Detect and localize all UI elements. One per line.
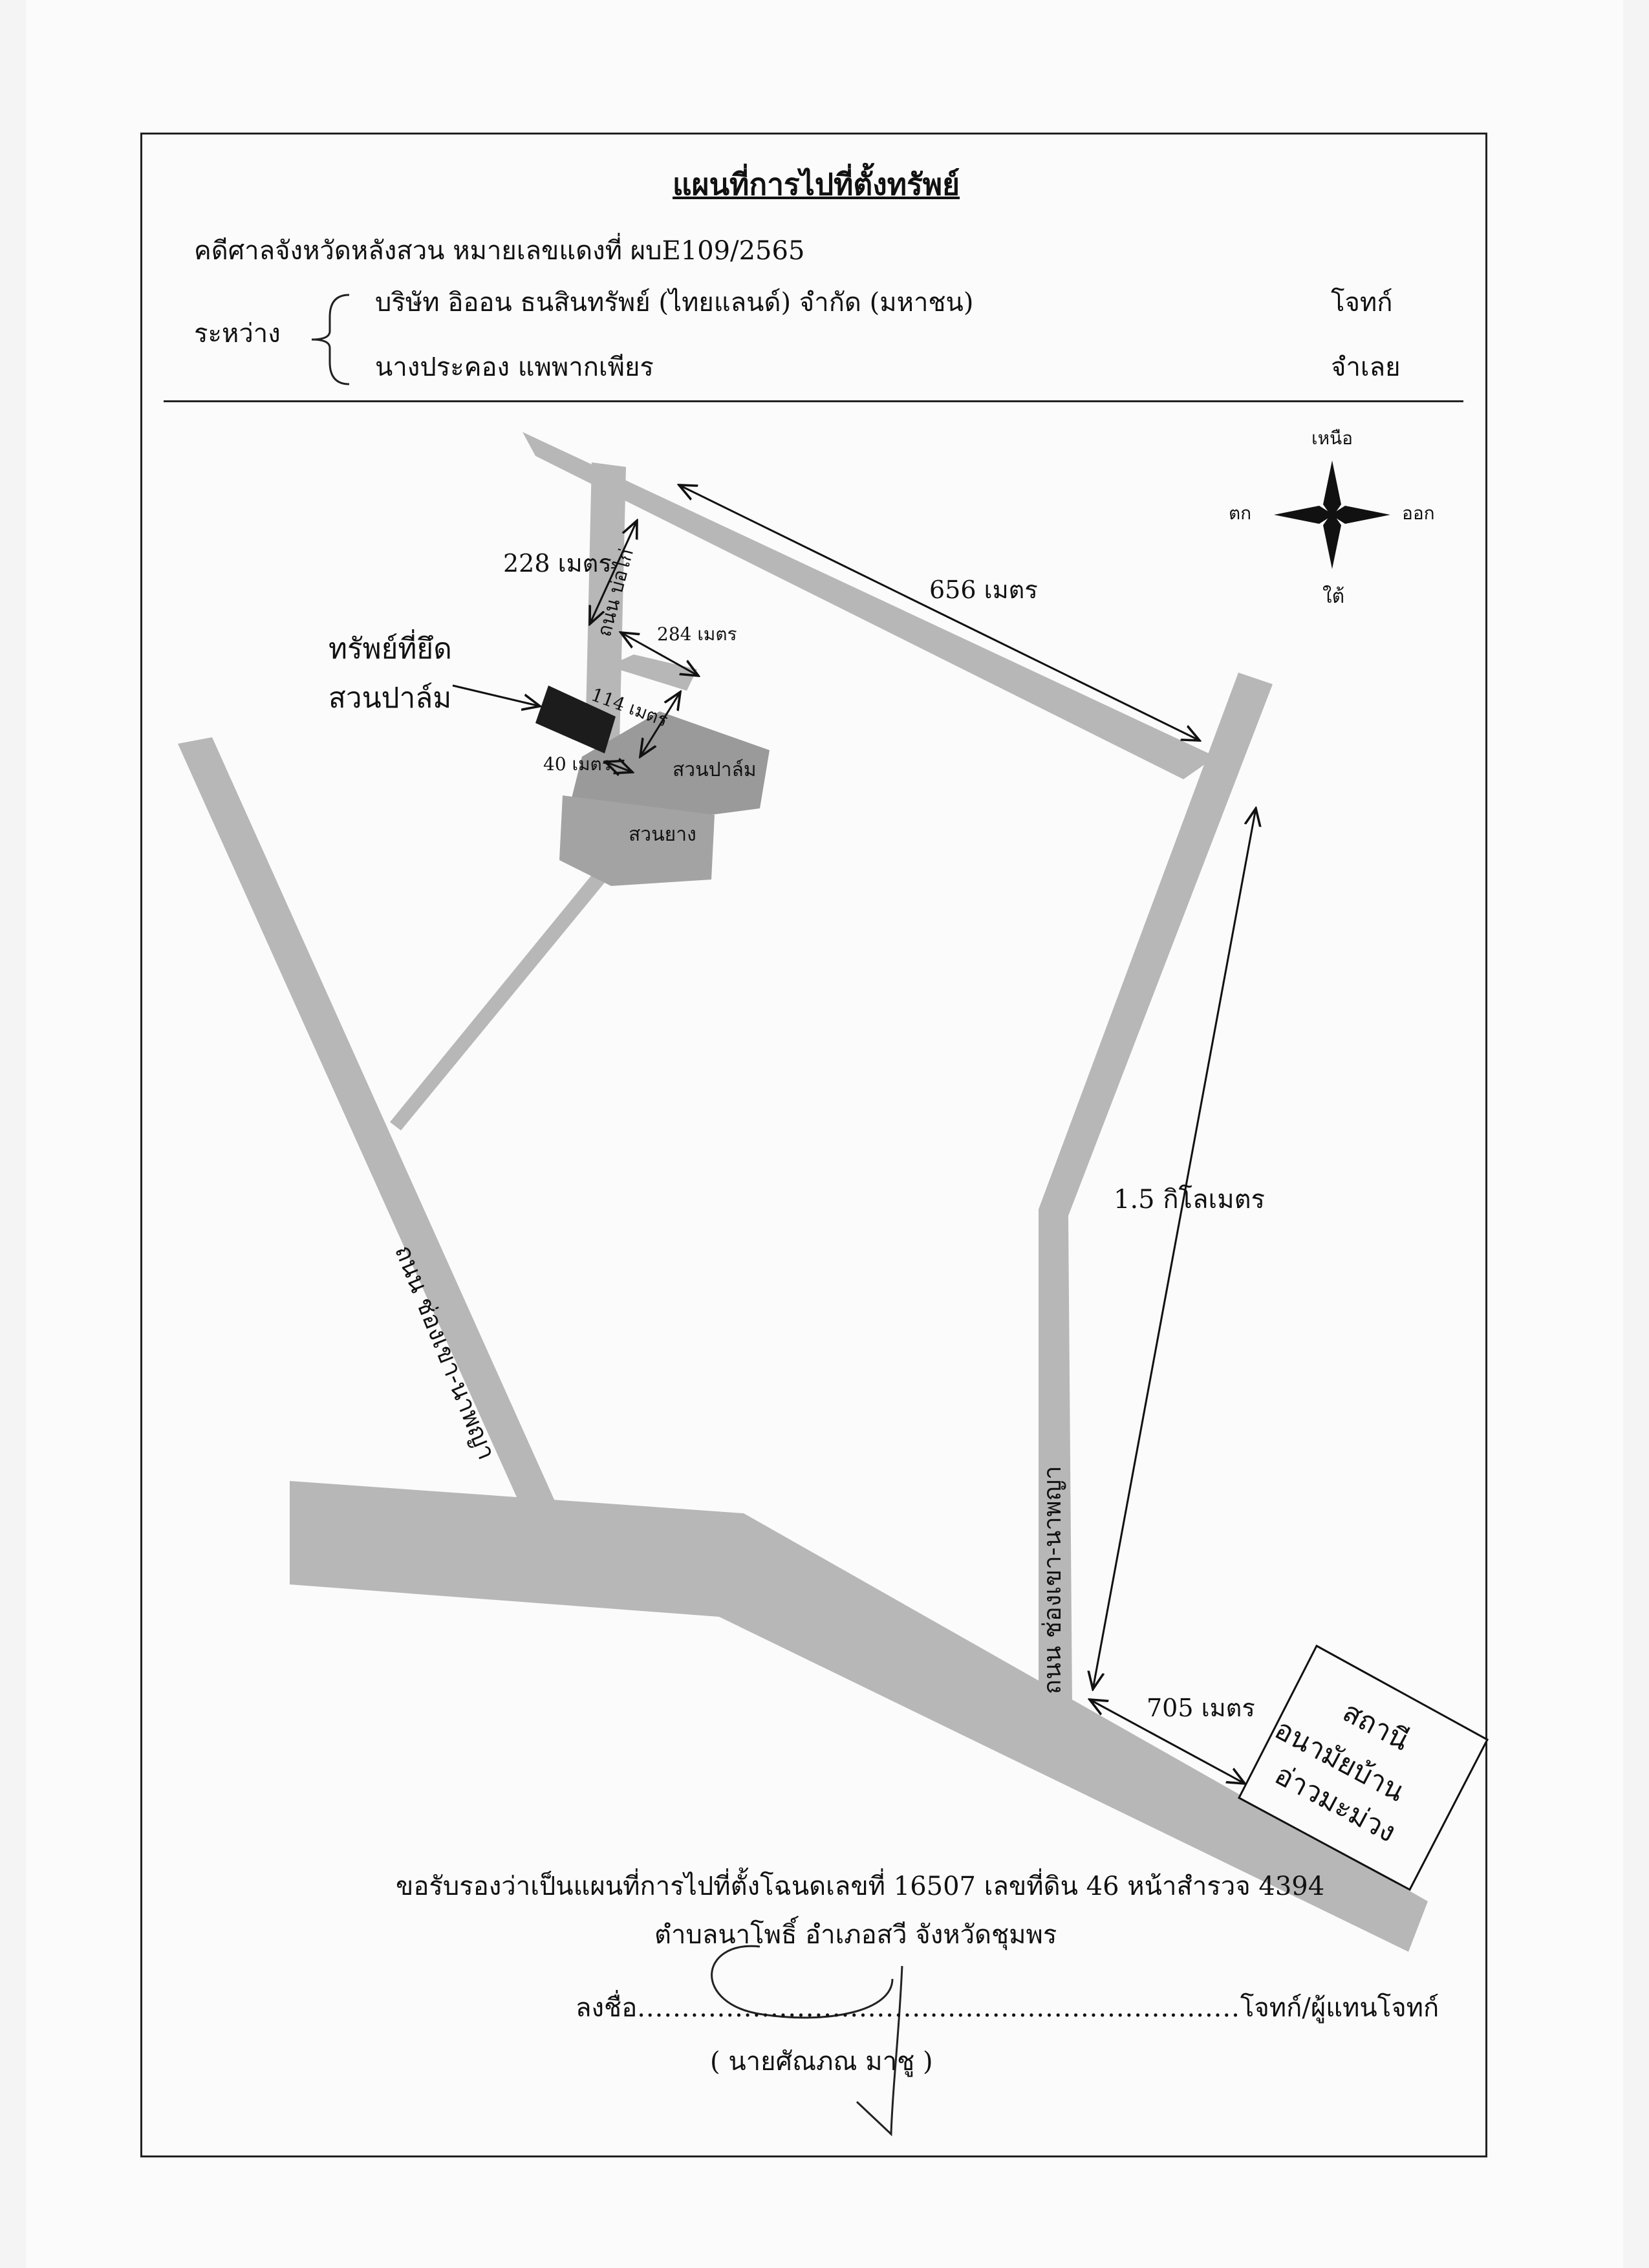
label-705m: 705 เมตร	[1147, 1694, 1255, 1722]
compass-east: ออก	[1402, 502, 1435, 524]
signature-dots: ........................................…	[637, 1993, 1240, 2023]
seized-palm-plot	[535, 686, 616, 753]
label-228m: 228 เมตร	[503, 549, 612, 578]
map-frame	[140, 133, 1487, 2157]
header-divider	[164, 400, 1463, 402]
road-top-diagonal	[523, 432, 1216, 779]
arrow-705m	[1090, 1700, 1245, 1784]
page-title: แผนที่การไปที่ตั้งทรัพย์	[673, 167, 960, 202]
certification-line-1: ขอรับรองว่าเป็นแผนที่การไปที่ตั้งโฉนดเลข…	[396, 1872, 1325, 1901]
defendant-role: จำเลย	[1331, 352, 1401, 382]
compass-rose	[1274, 460, 1390, 569]
case-number-line: คดีศาลจังหวัดหลังสวน หมายเลขแดงที่ ผบE10…	[194, 236, 805, 266]
label-palm-plot: สวนปาล์ม	[673, 759, 757, 781]
arrow-228m	[590, 521, 637, 624]
arrow-40m	[605, 762, 632, 772]
label-rubber-plot: สวนยาง	[629, 823, 696, 846]
land-plots	[535, 686, 770, 886]
road-right-vertical	[1039, 673, 1273, 1704]
brace-symbol	[311, 294, 350, 385]
arrow-1500m	[1093, 808, 1256, 1689]
compass-west: ตก	[1229, 502, 1252, 524]
road-bottom-main	[290, 1481, 1428, 1952]
signer-name: ( นายศัณภณ มาชู )	[710, 2047, 933, 2077]
health-station-box	[1237, 1644, 1489, 1892]
label-road-right: ถนน ช่องเขา-นาพญา	[1038, 1465, 1066, 1694]
label-seized-line1: ทรัพย์ที่ยึด	[329, 632, 452, 665]
label-284m: 284 เมตร	[657, 623, 737, 645]
road-left-diagonal	[178, 737, 557, 1510]
rubber-plot	[559, 795, 715, 886]
certification-line-2: ตำบลนาโพธิ์ อำเภอสวี จังหวัดชุมพร	[654, 1920, 1057, 1950]
signature-scribble	[711, 1945, 903, 2137]
compass-north: เหนือ	[1311, 427, 1353, 449]
signature-line: ลงชื่อ..................................…	[576, 1995, 1439, 2021]
track-to-plot	[390, 854, 622, 1130]
arrow-656m	[679, 485, 1200, 740]
label-seized-line2: สวนปาล์ม	[329, 682, 452, 715]
label-40m: 40 เมตร	[543, 753, 612, 775]
arrow-seized	[452, 684, 540, 706]
signature-prefix: ลงชื่อ	[576, 1993, 638, 2023]
arrow-284m	[621, 632, 698, 676]
between-label: ระหว่าง	[194, 319, 281, 349]
dimension-lines	[452, 485, 1256, 1784]
arrow-114m	[640, 692, 680, 757]
plaintiff-role: โจทก์	[1331, 288, 1393, 318]
signature-role: โจทก์/ผู้แทนโจทก์	[1240, 1993, 1439, 2023]
label-656m: 656 เมตร	[929, 576, 1038, 604]
label-1500m: 1.5 กิโลเมตร	[1114, 1185, 1266, 1215]
defendant-name: นางประคอง แพพากเพียร	[375, 352, 654, 382]
plaintiff-name: บริษัท อิออน ธนสินทรัพย์ (ไทยแลนด์) จำกั…	[375, 288, 974, 318]
compass-south: ใต้	[1322, 585, 1345, 608]
